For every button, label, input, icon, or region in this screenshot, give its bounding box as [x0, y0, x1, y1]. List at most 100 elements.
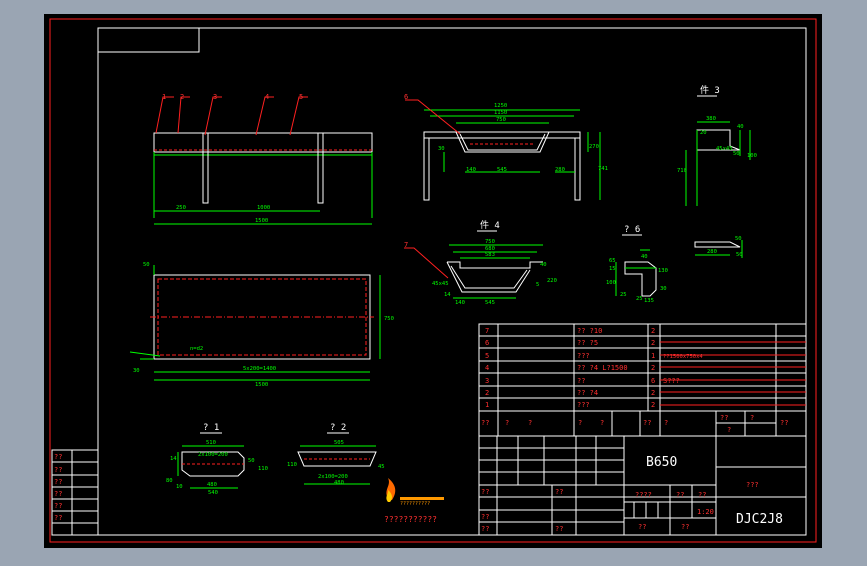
title-cell: ??: [481, 513, 489, 521]
bom-name: ???: [577, 352, 590, 360]
detail-3[interactable]: 件 3 380 20 40 50 100 710 45x45: [677, 84, 757, 206]
dim-label: 220: [547, 278, 557, 284]
dim-label: 5: [536, 282, 539, 288]
header-cell: ?: [528, 419, 532, 427]
detail-small-right[interactable]: 280 50 50: [694, 236, 743, 258]
title-cell: ??: [698, 491, 706, 499]
bom-name: ?? ?5: [577, 339, 598, 347]
dim-label: 50: [248, 458, 255, 464]
dim-label: 40: [737, 124, 744, 130]
bom-qty: 2: [651, 364, 655, 372]
dim-label: 40: [641, 254, 648, 260]
header-cell: ??: [720, 414, 728, 422]
front-view[interactable]: 250 1000 1500 1 2 3 4 5: [153, 93, 373, 225]
balloon-label: 3: [213, 93, 217, 101]
dim-label: 50: [736, 252, 743, 258]
bom-name: ???: [577, 401, 590, 409]
dim-label: 1250: [494, 103, 507, 109]
bom-qty: 1: [651, 352, 655, 360]
dim-label: 750: [496, 117, 506, 123]
dim-label: 5x200=1400: [243, 366, 276, 372]
left-strip: ?? ?? ?? ?? ?? ??: [51, 449, 99, 536]
dim-label: 45: [378, 464, 385, 470]
header-cell: ?: [578, 419, 582, 427]
header-cell: ??: [481, 419, 489, 427]
bom-no: 6: [485, 339, 489, 347]
dim-label: 741: [598, 166, 608, 172]
outer-border: [49, 18, 817, 543]
dim-label: 45x45: [432, 281, 449, 287]
header-cell: ??: [643, 419, 651, 427]
bom-qty: 2: [651, 389, 655, 397]
dim-label: 1500: [255, 382, 268, 388]
dim-label: 25: [620, 292, 627, 298]
bom-name: ?? ?10: [577, 327, 602, 335]
bom-note: S???: [663, 377, 680, 385]
dim-label: 30: [660, 286, 667, 292]
title-block[interactable]: B650 ??? DJC2J8 1:20 ???? ?? ?? ?? ?? ??…: [478, 435, 807, 536]
strip-label: ??: [54, 514, 62, 522]
dim-label: 20: [700, 130, 707, 136]
bom-no: 3: [485, 377, 489, 385]
dim-label: 2x100=200: [318, 474, 348, 480]
dim-label: 250: [176, 205, 186, 211]
dim-label: 100: [606, 280, 616, 286]
bom-qty: 2: [651, 327, 655, 335]
strip-label: ??: [54, 490, 62, 498]
balloon-label: 2: [180, 93, 184, 101]
balloon-label: 1: [162, 93, 166, 101]
dim-label: 14: [444, 292, 451, 298]
dim-label: 80: [166, 478, 173, 484]
dim-label: 750: [485, 239, 495, 245]
detail-title: ? 2: [330, 423, 346, 433]
dim-label: 583: [485, 252, 495, 258]
dim-label: 15: [609, 266, 616, 272]
model-label: B650: [646, 455, 677, 470]
dim-label: 710: [677, 168, 687, 174]
balloon-label: 4: [265, 93, 269, 101]
detail-4[interactable]: 件 4 750 680 583 40 220 5 14 140 545 45x4…: [404, 219, 557, 306]
dim-label: 135: [644, 298, 654, 304]
strip-label: ??: [54, 453, 62, 461]
bom-no: 5: [485, 352, 489, 360]
bom-qty: 2: [651, 401, 655, 409]
dim-label: 1500: [255, 218, 268, 224]
dim-label: 2x100=200: [198, 452, 228, 458]
header-cell: ?: [600, 419, 604, 427]
balloon-label: 6: [404, 93, 408, 101]
header-cell: ?: [727, 426, 731, 434]
corner-box: [97, 27, 200, 53]
detail-1[interactable]: ? 1 510 2x100=200 14 50 80 10 110 480 54…: [166, 423, 268, 496]
dim-label: 280: [555, 167, 565, 173]
dim-label: 545: [485, 300, 495, 306]
dim-label: 545: [497, 167, 507, 173]
dim-label: 510: [206, 440, 216, 446]
drawing-canvas[interactable]: [44, 14, 822, 548]
dim-label: 25: [636, 296, 643, 302]
inner-border: [97, 27, 807, 536]
bom-no: 2: [485, 389, 489, 397]
dim-label: 50: [735, 236, 742, 242]
title-label: ???: [746, 481, 759, 489]
header-cell: ?: [505, 419, 509, 427]
detail-title: ? 1: [203, 423, 219, 433]
side-view[interactable]: 1250 1150 750 30 140 545 280 270 741 6: [404, 93, 608, 201]
detail-6[interactable]: ? 6 40 65 15 100 25 135 130 30 25: [606, 225, 668, 304]
dim-label: 480: [334, 480, 344, 486]
header-cell: ?: [750, 414, 754, 422]
dim-label: 110: [258, 466, 268, 472]
bom-name: ?? ?4 L?1500: [577, 364, 628, 372]
header-cell: ??: [780, 419, 788, 427]
header-cell: ?: [664, 419, 668, 427]
bom-table[interactable]: 7 ?? ?10 2 6 ?? ?5 2 5 ??? 1 ??1500x750x…: [478, 323, 807, 412]
dim-label: 110: [287, 462, 297, 468]
dim-label: 280: [707, 249, 717, 255]
dim-label: 65: [609, 258, 616, 264]
balloon-label: 5: [299, 93, 303, 101]
plan-view[interactable]: 50 750 30 5x200=1400 1500 n=d2: [129, 262, 394, 388]
strip-label: ??: [54, 466, 62, 474]
detail-2[interactable]: ? 2 505 110 2x100=200 480 45: [287, 423, 385, 486]
dim-label: 45x45: [716, 146, 733, 152]
